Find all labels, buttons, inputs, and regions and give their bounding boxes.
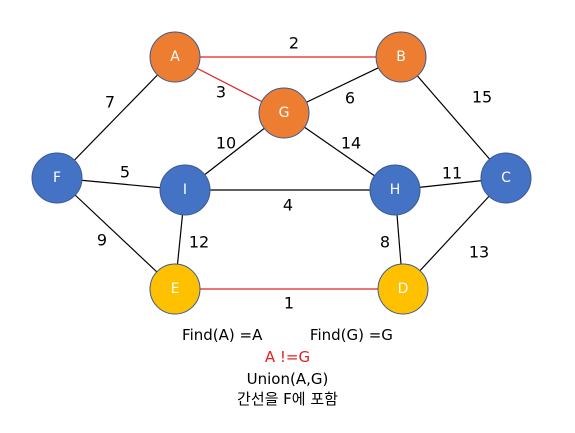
node-e: E [149,263,201,315]
node-circle-c [480,152,532,204]
edge-weights-layer: 2 3 7 6 15 10 14 5 9 4 12 11 8 13 1 [97,34,492,313]
node-circle-b [375,31,427,83]
node-circle-e [149,263,201,315]
node-a: A [149,31,201,83]
node-i: I [159,164,211,216]
node-label-a: A [170,49,180,65]
edge-weight-a-b: 2 [289,34,299,53]
node-circle-f [31,152,83,204]
node-label-d: D [398,281,409,297]
edge-weight-e-d: 1 [284,294,294,313]
edge-f-e [56,177,176,290]
node-b: B [375,31,427,83]
node-d: D [377,263,429,315]
not-equal-text: A !=G [264,348,311,366]
node-label-b: B [396,49,406,65]
node-h: H [369,164,421,216]
node-label-i: I [183,182,187,198]
node-g: G [258,87,310,139]
node-label-f: F [53,170,61,186]
node-label-e: E [171,281,180,297]
node-circle-h [369,164,421,216]
find-results: Find(A) =A Find(G) =G [0,326,575,344]
edge-b-c [400,56,507,179]
find-g-text: Find(G) =G [309,326,393,344]
node-circle-g [258,87,310,139]
node-circle-a [149,31,201,83]
node-label-c: C [501,170,511,186]
edge-weight-g-i: 10 [216,134,236,153]
edge-weight-f-e: 9 [97,231,107,250]
edge-weight-h-c: 11 [442,164,462,183]
edge-weight-i-h: 4 [283,196,293,215]
node-c: C [480,152,532,204]
edge-weight-b-g: 6 [345,89,355,108]
edge-weight-i-e: 12 [189,233,209,252]
edge-weight-f-i: 5 [120,163,130,182]
edge-weight-g-h: 14 [341,134,361,153]
node-f: F [31,152,83,204]
edge-a-f [56,56,176,179]
node-circle-i [159,164,211,216]
union-text: Union(A,G) [246,370,329,388]
edge-weight-c-d: 13 [469,243,489,262]
edge-weight-a-g: 3 [216,83,226,102]
node-label-g: G [279,105,290,121]
include-edge-text: 간선을 F에 포함 [237,390,338,408]
node-circle-d [377,263,429,315]
edge-weight-h-d: 8 [380,233,390,252]
find-a-text: Find(A) =A [182,326,263,344]
node-label-h: H [390,182,401,198]
edge-weight-b-c: 15 [472,88,492,107]
nodes-layer: A B G F I H C E D [31,31,532,315]
edge-weight-a-f: 7 [105,93,115,112]
